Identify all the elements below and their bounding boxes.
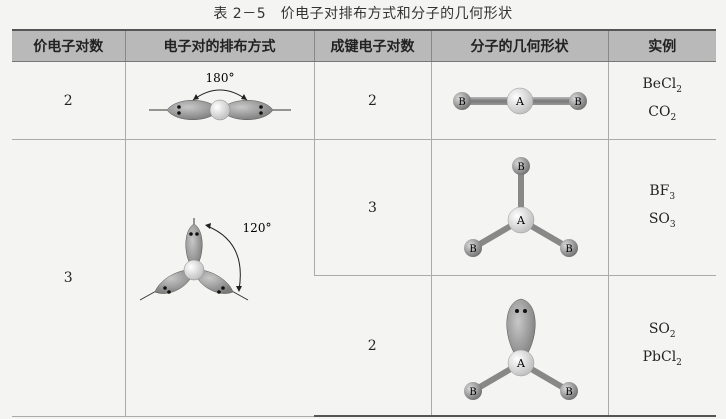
atom-b-label: B [458,97,465,108]
header-arrangement: 电子对的排布方式 [124,29,314,62]
trigonal-planar-molecule-diagram: B B B A [463,156,578,257]
cell-arrangement-trigonal: 120° [124,139,314,417]
header-geometry: 分子的几何形状 [430,29,608,62]
linear-arrangement-diagram: 180° [148,71,291,120]
atom-b-label: B [565,387,572,398]
example-formula: SO3 [648,210,676,230]
cell-geometry-trigonal-planar: B B B A [430,139,608,276]
example-formula: BeCl2 [642,75,683,95]
cell-geometry-linear: B A B [430,61,608,140]
atom-b-label: B [469,244,476,255]
example-formula: PbCl2 [642,348,682,368]
cell-examples: BeCl2 CO2 [607,61,716,140]
header-row: 价电子对数 电子对的排布方式 成键电子对数 分子的几何形状 实例 [12,29,716,62]
angle-label: 180° [205,71,234,85]
atom-b-label: B [574,97,581,108]
vsepr-table: 价电子对数 电子对的排布方式 成键电子对数 分子的几何形状 实例 2 [12,29,716,417]
cell-bonding: 2 [313,61,431,140]
cell-geometry-bent: B B A [430,275,608,417]
header-electron-pairs: 价电子对数 [12,29,125,62]
cell-pairs: 3 [12,139,125,417]
atom-b-label: B [469,387,476,398]
angle-label: 120° [242,221,271,235]
cell-bonding: 3 [313,139,431,276]
atom-a-label: A [516,357,526,370]
atom-b-label: B [517,162,524,173]
header-bonding-pairs: 成键电子对数 [313,29,431,62]
header-examples: 实例 [607,29,716,62]
cell-examples: SO2 PbCl2 [607,275,716,417]
cell-bonding: 2 [314,275,431,417]
atom-a-label: A [515,95,525,108]
linear-molecule-diagram: B A B [452,87,587,114]
table-row: 2 [12,61,716,140]
example-formula: SO2 [648,320,676,340]
cell-examples: BF3 SO3 [607,139,716,276]
bent-molecule-diagram: B B A [463,298,578,400]
atom-b-label: B [565,244,572,255]
table-row: 3 120° 3 [12,139,716,417]
trigonal-arrangement-diagram: 120° [139,217,271,301]
cell-pairs: 2 [12,61,125,140]
cell-arrangement-linear: 180° [124,61,314,140]
atom-a-label: A [516,214,526,227]
example-formula: CO2 [648,103,677,123]
example-formula: BF3 [649,182,676,202]
table-row: 2 B B A SO2 PbCl2 [12,275,716,417]
table-caption: 表 2－5 价电子对排布方式和分子的几何形状 [213,6,513,22]
